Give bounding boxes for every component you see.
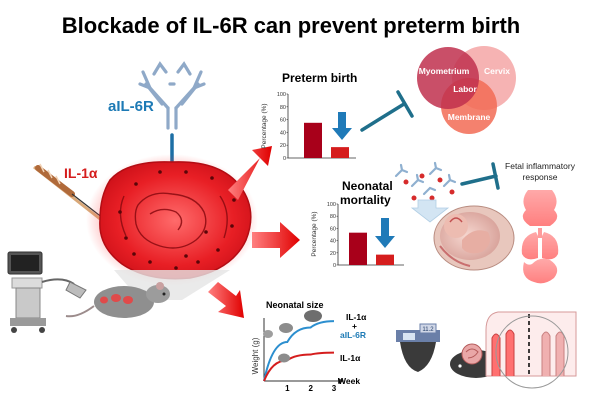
size-series-top-line3: aIL-6R (340, 330, 366, 340)
venn-membrane-label: Membrane (448, 112, 491, 122)
preterm-chart-title: Preterm birth (282, 71, 357, 85)
y-tick-label: 20 (330, 251, 336, 257)
fetal-inflammatory-label-line1: Fetal inflammatory (505, 161, 576, 171)
fetal-inflammatory-label-line2: response (523, 172, 558, 182)
y-tick-label: 20 (280, 143, 286, 149)
lung-organ-icon (521, 228, 559, 260)
y-tick-label: 80 (280, 105, 286, 111)
x-tick-label: 3 (332, 384, 337, 393)
scale-readout: 11.2 (422, 327, 434, 333)
size-series-top-line2: + (352, 321, 357, 331)
y-tick-label: 100 (327, 202, 336, 208)
arrow-to-size-chart (208, 282, 244, 318)
preterm-chart-bars (304, 122, 349, 158)
size-chart-xaxis-arrowhead (338, 378, 344, 384)
arrow-to-preterm-chart (228, 146, 272, 200)
y-tick-label: 80 (330, 214, 336, 220)
y-tick-label: 100 (277, 92, 286, 98)
intestinal-villi-icon (485, 311, 577, 389)
ultrasound-machine-icon (7, 251, 87, 333)
x-tick-label: 1 (285, 384, 290, 393)
y-tick-label: 60 (330, 226, 336, 232)
venn-myometrium-circle (417, 47, 479, 109)
preterm-chart-ticks: 0 20 40 60 80 100 (277, 92, 288, 162)
fetus-in-uterus-illustration (119, 192, 228, 249)
cytokine-dots (403, 173, 455, 201)
weighing-scale-icon (396, 323, 440, 372)
size-chart-title: Neonatal size (266, 300, 324, 310)
figure-title: Blockade of IL-6R can prevent preterm bi… (62, 13, 520, 38)
intestine-organ-icon (523, 258, 558, 284)
bar (349, 232, 367, 265)
inhibition-symbol-preterm (360, 90, 414, 132)
series-line (263, 351, 335, 382)
bar (304, 122, 322, 158)
y-tick-label: 0 (333, 263, 336, 269)
y-tick-label: 0 (283, 156, 286, 162)
y-tick-label: 60 (280, 118, 286, 124)
y-tick-label: 40 (330, 239, 336, 245)
inhibition-symbol-fetal (460, 162, 500, 190)
x-tick-label: 2 (308, 384, 313, 393)
mortality-chart-ticks: 0 20 40 60 80 100 (327, 202, 338, 269)
bar (331, 147, 349, 158)
bar (376, 254, 394, 265)
size-series-bottom-label: IL-1α (340, 353, 361, 363)
size-series-top-line1: IL-1α (346, 312, 367, 322)
pup-icons (263, 310, 322, 363)
antibody-cytokine-cluster-icon (394, 161, 457, 196)
fetus-pointer-arrow (410, 199, 450, 223)
y-tick-label: 40 (280, 130, 286, 136)
venn-labor-label: Labor (453, 84, 477, 94)
venn-cervix-label: Cervix (484, 66, 510, 76)
antibody-icon (138, 61, 206, 130)
pregnant-mouse-icon (65, 282, 170, 318)
mortality-decrease-arrow (375, 218, 395, 248)
size-chart-xticks: 1 2 3 (285, 384, 337, 393)
uterus-illustration (99, 161, 252, 280)
series-line (263, 320, 335, 382)
mortality-chart-ylabel: Percentage (%) (311, 211, 318, 256)
venn-myometrium-label: Myometrium (419, 66, 470, 76)
il1a-label: IL-1α (64, 165, 98, 181)
uterus-dots (118, 170, 236, 270)
preterm-decrease-arrow (332, 112, 352, 140)
size-chart-lines (263, 320, 335, 382)
brain-organ-icon (522, 190, 558, 226)
fetus-in-womb-illustration (433, 205, 515, 271)
mortality-chart-bars (349, 232, 394, 265)
size-chart-ylabel: Weight (g) (251, 337, 260, 374)
arrow-to-mortality-chart (252, 222, 300, 258)
mortality-chart-title-line2: mortality (340, 193, 391, 207)
preterm-chart-ylabel: Percentage (%) (261, 103, 268, 148)
mortality-chart-title-line1: Neonatal (342, 179, 393, 193)
ail6r-label: aIL-6R (108, 98, 154, 115)
venn-diagram (417, 46, 516, 134)
size-chart-xlabel: Week (338, 376, 360, 386)
